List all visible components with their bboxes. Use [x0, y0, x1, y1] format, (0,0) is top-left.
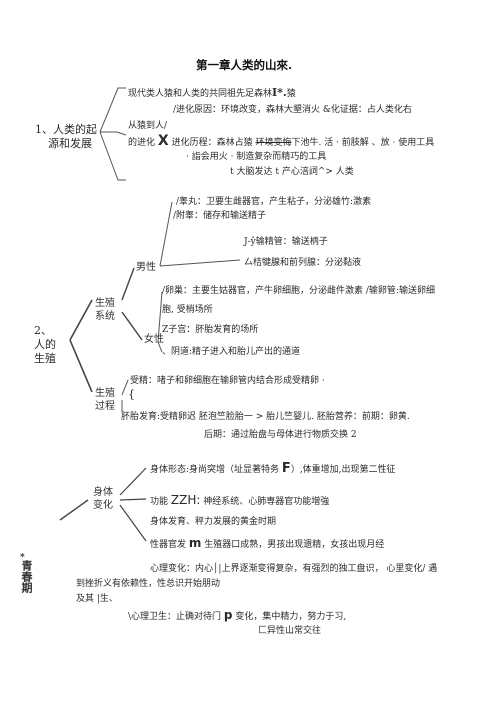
female-vagina: 、阴道:精子进入和胎儿产出的通道: [162, 347, 301, 357]
mental-change-2: 到挫折义有依赖性，性总识开始朋动: [76, 579, 221, 589]
fertilization: 受精：啫子和卵细胞在输卵管内结合形成受精卵 ·: [130, 376, 325, 386]
process-branch-top: [121, 379, 129, 396]
mental-change-1: 心理变化：内心│|上界逐渐变得复杂，有强烈的独工盘识， 心里变化/ 遇: [150, 564, 438, 574]
male-testis: /睾丸：卫要生雌器官，产生粘子，分泌雄竹:激素: [176, 197, 372, 207]
sex-organ-m: m: [188, 536, 202, 550]
male-glands: 厶桔犍腺和前列腺：分泌黏液: [244, 258, 362, 268]
s1-line-1-text: 现代类人猿和人类的共同祖先足森林: [128, 89, 273, 99]
brace-mark: {: [128, 388, 135, 401]
male-epididymis: /附睾：储存和输送精子: [173, 211, 267, 221]
mental-hygiene-a: \心理卫生：止确对待门: [128, 612, 222, 622]
s1-connector-bottom: [99, 131, 126, 181]
male-label: 男性: [136, 262, 156, 273]
function-a: 功能: [150, 497, 169, 507]
function-zzh: ZZH:: [170, 493, 201, 507]
female-label: 女性: [144, 334, 164, 345]
body-shape-change: 身体形态:身尚突增（址显著特务 F）,体重增加,出现第二性征: [150, 461, 396, 476]
female-ovary: /卵巢：主要生姑器官，产牛卵细胞，分泌雌件激素 /输卵管:输送卵细: [162, 286, 435, 296]
section-2-label-2: 人的: [34, 338, 56, 351]
s1-line-5: · 詣会用火 · 制造复杂而精巧的工具: [186, 152, 327, 162]
section-1-label-cont: 源和发展: [48, 137, 92, 150]
s1-line-4-x: X: [157, 133, 169, 149]
female-branch-top: [157, 291, 163, 343]
section-2-label-3: 生殖: [34, 352, 56, 365]
section-1-label: 1、人类的起: [35, 123, 97, 136]
page-title: 第一章人类的山來.: [196, 58, 293, 72]
section-3-dot: *: [20, 553, 25, 563]
body-branch-top: [119, 467, 147, 496]
body-shape-b: ）,体重增加,出现第二性征: [290, 465, 396, 475]
s2-connector-process: [69, 339, 93, 393]
body-shape-a: 身体形态:身尚突增（址显著特务: [150, 465, 280, 475]
s2-connector-system: [69, 299, 93, 341]
function-change: 功能 ZZH: 神经系统、心肺専器官功能増強: [150, 494, 329, 508]
embryo-nutrition-later: 后期：通过胎盘与母体进行物质交换 2: [204, 430, 357, 440]
embryo-development: 肧胎发育:受精卵迟 胚泡竺脸胎一 > 胎儿竺婴儿. 胚胎营养：前期：卵黄.: [121, 412, 410, 422]
female-uterus: Z子宫：肧胎发育的场所: [162, 325, 259, 335]
reproduction-process-label-2: 过程: [95, 401, 115, 412]
female-branch-bottom: [157, 341, 163, 353]
section-3-label: 青春期: [20, 560, 33, 593]
male-branch-bottom: [159, 259, 241, 267]
body-change-label-2: 变化: [93, 500, 113, 511]
sex-organ-a: 性器官发: [150, 540, 187, 550]
s1-line-4-b: 进化历程：森林占猿: [171, 138, 253, 148]
reproductive-system-label: 生殖: [95, 298, 115, 309]
s3-connector-body: [59, 499, 89, 521]
s1-line-1-mark: I*.: [272, 86, 287, 99]
mental-hygiene-b: 变化，集中精力，努力于习,: [235, 612, 347, 622]
s1-line-4: 的进化 X 进化历程：森林占猿 环境变悔下池牛. 活 · 前肢解 、放 · 使用…: [128, 133, 435, 149]
body-branch-bottom: [119, 504, 147, 542]
male-branch-top: [159, 201, 173, 267]
opposite-sex-contact: 匚异性山常交往: [258, 626, 322, 636]
sex-organ-development: 性器官发 m 生殖器口成熟，男孩出现遗精，女孩出现月经: [150, 537, 384, 551]
sex-organ-b: 生殖器口成熟，男孩出现遗精，女孩出现月经: [204, 540, 385, 550]
mental-change-3: 及其 |生、: [76, 594, 118, 604]
reproductive-system-label-2: 系统: [95, 311, 115, 322]
s1-line-6: t 大脑发达 t 产心涪詞^> 人类: [230, 167, 354, 177]
section-2-label: 2、: [34, 324, 52, 337]
golden-period: 身体发育、秤力发展的黄金时期: [150, 517, 277, 527]
female-ovary-cont: 胞, 受梢场所: [162, 305, 213, 315]
s1-line-1-tail: 猿: [286, 89, 296, 99]
s1-connector-mid: [100, 131, 127, 136]
system-to-male: [121, 267, 135, 301]
s1-line-1: 现代类人猿和人类的共同祖先足森林I*.猿: [128, 87, 296, 100]
s1-line-4-a: 的进化: [128, 138, 156, 148]
function-b: 神经系统、心肺専器官功能増強: [203, 497, 330, 507]
mental-hygiene-p: p: [223, 608, 233, 622]
body-branch-mid: [119, 498, 147, 501]
reproduction-process-label: 生殖: [95, 388, 115, 399]
male-vas-deferens: J-ŷ输精管：输送柄子: [244, 237, 328, 247]
s1-connector-top: [99, 87, 126, 133]
body-shape-F: F: [281, 461, 291, 476]
s1-line-3: 从猿到人/: [128, 121, 168, 131]
s1-line-2: /进化原因：环境改变，森林大墾消火 &化证据：占人类化右: [173, 105, 412, 115]
mental-hygiene: \心理卫生：止确对待门 p 变化，集中精力，努力于习,: [128, 609, 346, 623]
s1-line-4-c: 下池牛. 活 · 前肢解 、放 · 使用工具: [291, 138, 435, 148]
body-change-label: 身体: [93, 487, 113, 498]
system-to-female: [121, 311, 143, 341]
s1-line-4-strike: 环境变悔: [255, 138, 292, 148]
